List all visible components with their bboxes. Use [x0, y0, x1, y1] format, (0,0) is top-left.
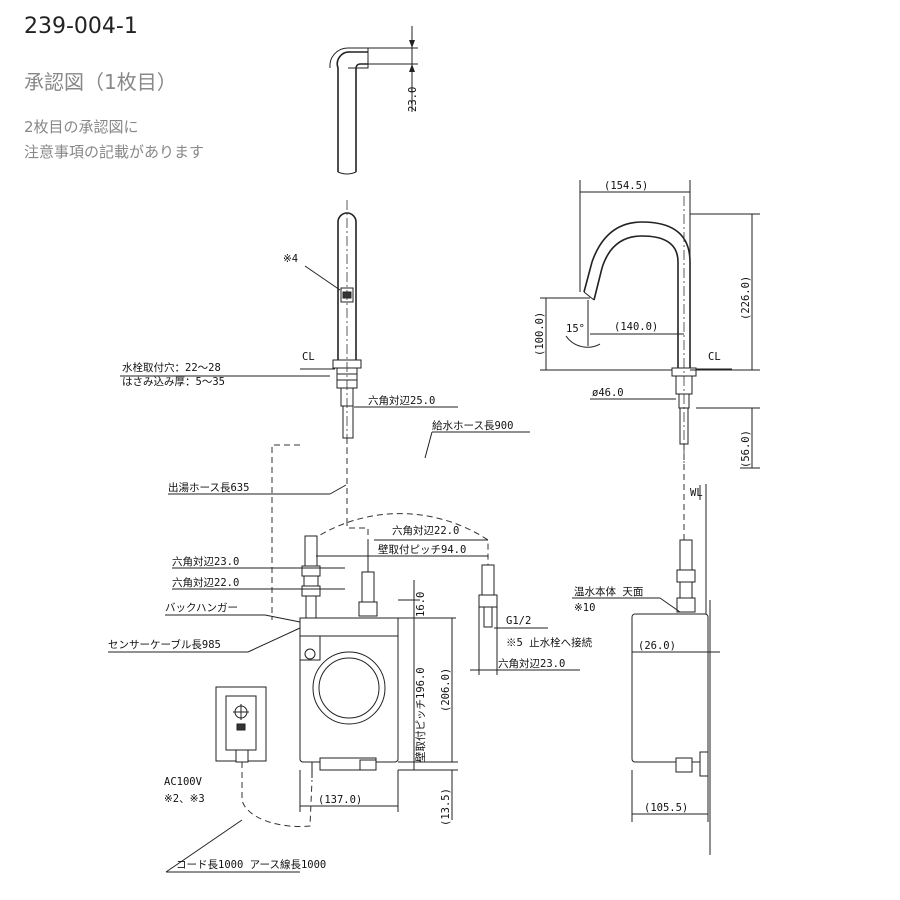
- dim-206: (206.0): [440, 668, 452, 712]
- dim-140: (140.0): [614, 321, 658, 333]
- note-2-3-label: ※2、※3: [164, 793, 205, 805]
- power-outlet: AC100V ※2、※3 コード長1000 アース線長1000: [164, 686, 326, 873]
- faucet-front-view: ※4 CL 水栓取付穴：22～28 はさみ込み厚：5～35 六角対辺25.0: [120, 200, 458, 450]
- hex-23-right-label: 六角対辺23.0: [498, 657, 565, 670]
- hex-23-left-label: 六角対辺23.0: [172, 555, 239, 568]
- hex-22-left-label: 六角対辺22.0: [172, 576, 239, 589]
- stop-valve-fitting: G1/2 ※5 止水栓へ接続 六角対辺23.0: [470, 564, 593, 675]
- dim-137: (137.0): [318, 794, 362, 806]
- angle-15: 15°: [566, 323, 585, 335]
- back-hanger-label: バックハンガー: [165, 602, 238, 614]
- heater-front: 16.0 壁取付ピッチ196.0 (206.0) (13.5) (137.0): [299, 580, 458, 826]
- spout-top-view: 23.0: [329, 26, 419, 175]
- dim-13-5: (13.5): [440, 788, 452, 826]
- cl-left-label: CL: [302, 351, 315, 363]
- note-line-1: 2枚目の承認図に: [24, 118, 139, 136]
- hoses: 給水ホース長900 出湯ホース長635: [168, 419, 530, 620]
- wl-label: WL: [690, 487, 703, 499]
- g12-label: G1/2: [506, 615, 531, 627]
- note-5-label: ※5 止水栓へ接続: [506, 636, 593, 649]
- cord-length-label: コード長1000 アース線長1000: [176, 858, 326, 871]
- document-id: 239-004-1: [24, 14, 138, 39]
- note-line-2: 注意事項の記載があります: [24, 143, 205, 161]
- dim-23: 23.0: [407, 87, 419, 112]
- heater-side: 温水本体 天面 ※10 (26.0) (105.5): [572, 539, 720, 855]
- dim-26: (26.0): [638, 640, 676, 652]
- mount-hole-label: 水栓取付穴：22～28: [122, 361, 221, 374]
- dim-16: 16.0: [415, 592, 427, 617]
- cl-right-label: CL: [708, 351, 721, 363]
- dim-154-5: (154.5): [604, 180, 648, 192]
- fittings-left: 六角対辺22.0 壁取付ピッチ94.0 六角対辺23.0 六角対辺22.0 バッ…: [108, 524, 488, 653]
- note-10-label: ※10: [574, 602, 595, 614]
- hot-hose-label: 出湯ホース長635: [168, 481, 249, 494]
- heater-top-label: 温水本体 天面: [574, 585, 643, 598]
- dim-100: (100.0): [534, 312, 546, 356]
- supply-hose-label: 給水ホース長900: [432, 419, 513, 432]
- hex-22-top-label: 六角対辺22.0: [392, 524, 459, 537]
- note-4: ※4: [283, 253, 298, 265]
- wall-pitch-94-label: 壁取付ピッチ94.0: [378, 543, 466, 556]
- dia-46-label: ø46.0: [592, 387, 624, 399]
- faucet-side-view: (154.5) (226.0) (100.0) 15° (140.0) CL ø…: [534, 180, 760, 620]
- hex-25-label: 六角対辺25.0: [368, 394, 435, 407]
- ac100v-label: AC100V: [164, 776, 203, 788]
- wall-pitch-196-label: 壁取付ピッチ196.0: [414, 667, 427, 762]
- document-title: 承認図（1枚目）: [24, 70, 177, 94]
- dim-56: (56.0): [740, 430, 752, 468]
- sensor-cable-label: センサーケーブル長985: [108, 638, 221, 651]
- dim-105-5: (105.5): [644, 802, 688, 814]
- dim-226: (226.0): [740, 276, 752, 320]
- clamp-thickness-label: はさみ込み厚：5～35: [122, 376, 225, 388]
